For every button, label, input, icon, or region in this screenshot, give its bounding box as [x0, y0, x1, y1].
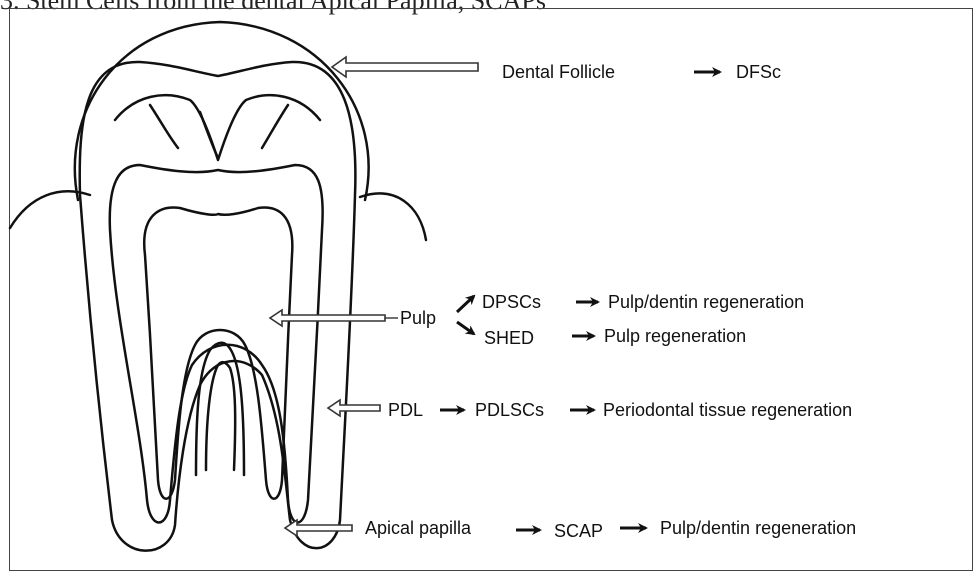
pdl-label: PDL [388, 400, 423, 420]
pulp-dentin-regeneration-label-2: Pulp/dentin regeneration [660, 518, 856, 538]
dental-follicle-pointer-icon [332, 57, 478, 77]
crown-cusp-right [262, 105, 288, 148]
dfsc-label: DFSc [736, 62, 781, 82]
apical-papilla-pointer-icon [285, 520, 352, 536]
pulp-regeneration-label: Pulp regeneration [604, 326, 746, 346]
crown-groove [115, 95, 320, 160]
apical-papilla-label: Apical papilla [365, 518, 472, 538]
dpscs-label: DPSCs [482, 292, 541, 312]
periodontal-tissue-regeneration-label: Periodontal tissue regeneration [603, 400, 852, 420]
arrow-to-shed-icon [457, 322, 474, 334]
pdlscs-label: PDLSCs [475, 400, 544, 420]
crown-cusp-left [150, 105, 178, 148]
pulp-dentin-regeneration-label-1: Pulp/dentin regeneration [608, 292, 804, 312]
arrow-to-dpscs-icon [457, 296, 474, 312]
pulp-chamber [144, 208, 292, 499]
dental-follicle-label: Dental Follicle [502, 62, 615, 82]
pdl-pointer-icon [328, 400, 380, 416]
pulp-label: Pulp [400, 308, 436, 328]
pulp-canal-inner [206, 362, 235, 470]
scap-label: SCAP [554, 521, 603, 541]
shed-label: SHED [484, 328, 534, 348]
dental-follicle-outline [75, 22, 369, 200]
gum-right [360, 194, 426, 240]
crown-cusp-mid [200, 112, 218, 158]
tooth-outline [80, 62, 356, 551]
pulp-pointer-icon [270, 310, 385, 326]
